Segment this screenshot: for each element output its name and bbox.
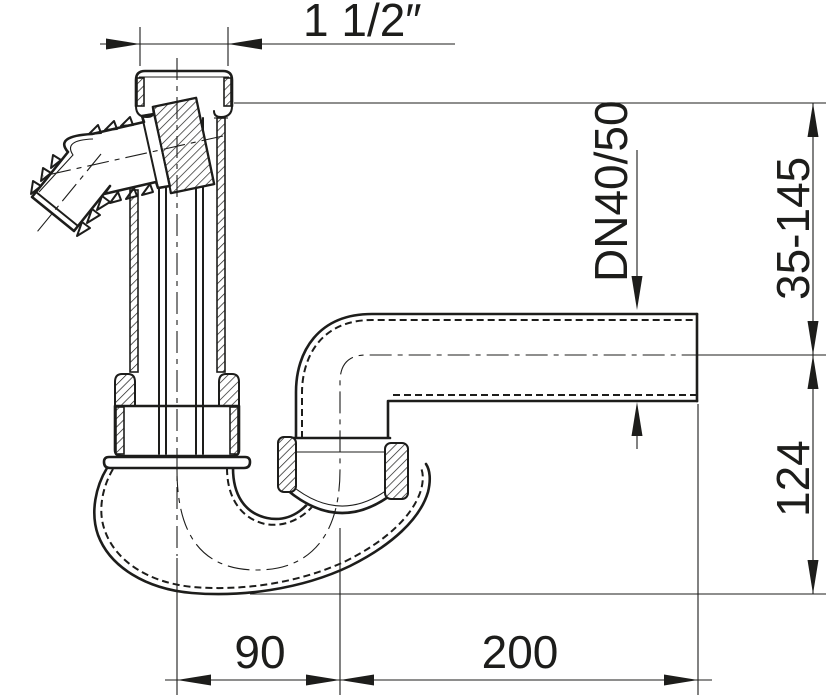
dimension-arrow: [631, 276, 643, 310]
hose-connector-elbow: [30, 96, 216, 237]
trap-outlet-centerline: [176, 354, 702, 571]
inlet-thread-dimension: 1 1/2″: [100, 0, 455, 66]
elbow-inner-wall: [38, 138, 94, 193]
outlet-length-dimension: 200: [340, 626, 698, 686]
dimension-arrow: [807, 321, 819, 355]
trap-offset-label: 90: [234, 626, 285, 678]
height-adjust-label: 35-145: [767, 157, 819, 300]
outlet-union-nut: [277, 436, 409, 515]
outlet-nut-flange: [384, 442, 409, 500]
outlet-outer-wall: [294, 312, 699, 440]
elbow-nut-hatched: [151, 96, 216, 195]
elbow-step-ring: [141, 113, 171, 189]
union-nut-ear: [218, 373, 240, 407]
nipple-end-face: [35, 191, 79, 227]
dimension-arrow: [807, 560, 819, 594]
dimension-arrow: [228, 38, 262, 50]
trap-depth-label: 124: [767, 440, 819, 517]
outlet-body-fill: [296, 314, 697, 438]
bulge-outer: [284, 487, 398, 515]
dimension-arrow: [631, 402, 643, 436]
outlet-nut-flange: [277, 436, 297, 493]
inlet-nut-hook: [213, 105, 233, 118]
dimension-arrow: [807, 103, 819, 137]
sleeve-wall-hatched: [216, 117, 226, 373]
inlet-nut-outline: [134, 69, 234, 108]
inlet-thread-label: 1 1/2″: [303, 0, 422, 46]
bowl-outer-wall-inner: [100, 465, 424, 590]
outlet-elbow-pipe: [294, 312, 699, 440]
elbow-arm-centerline: [42, 135, 224, 177]
bulge-inner: [290, 484, 392, 507]
inlet-nut-wall-hatched: [136, 77, 145, 107]
union-nut-wall-hatched: [115, 406, 125, 455]
pipe-diameter-label: DN40/50: [585, 100, 637, 282]
inlet-nut: [134, 69, 234, 118]
union-nut-wall-hatched: [229, 406, 239, 455]
height-adjust-dimension: 35-145: [767, 103, 819, 594]
inlet-nut-wall-hatched: [223, 77, 232, 107]
bowl-inner-hole-wall: [226, 467, 326, 526]
bowl-outer-wall: [93, 462, 432, 596]
nipple-centerline: [36, 153, 102, 233]
dimension-arrow: [106, 38, 140, 50]
trap-depth-dimension: 124: [767, 355, 819, 594]
dimension-arrow: [664, 674, 698, 686]
dimension-arrow: [306, 674, 340, 686]
dimension-annotations: 1 1/2″ 35-145 124 DN40/50: [100, 0, 826, 695]
hose-barbs: [30, 116, 154, 237]
sleeve-wall-hatched: [129, 189, 139, 373]
outlet-length-label: 200: [482, 626, 559, 678]
bulge-fill: [284, 438, 398, 515]
dimension-arrow: [177, 674, 211, 686]
dimension-arrow: [340, 674, 374, 686]
union-nut-ear: [114, 373, 136, 407]
dimension-arrow: [807, 355, 819, 389]
pipe-diameter-annotation: DN40/50: [585, 100, 643, 449]
offset-dimension: 90: [165, 404, 712, 695]
outlet-inner-wall: [386, 399, 699, 440]
centerlines: [36, 58, 702, 571]
inlet-nut-hook: [135, 105, 155, 118]
